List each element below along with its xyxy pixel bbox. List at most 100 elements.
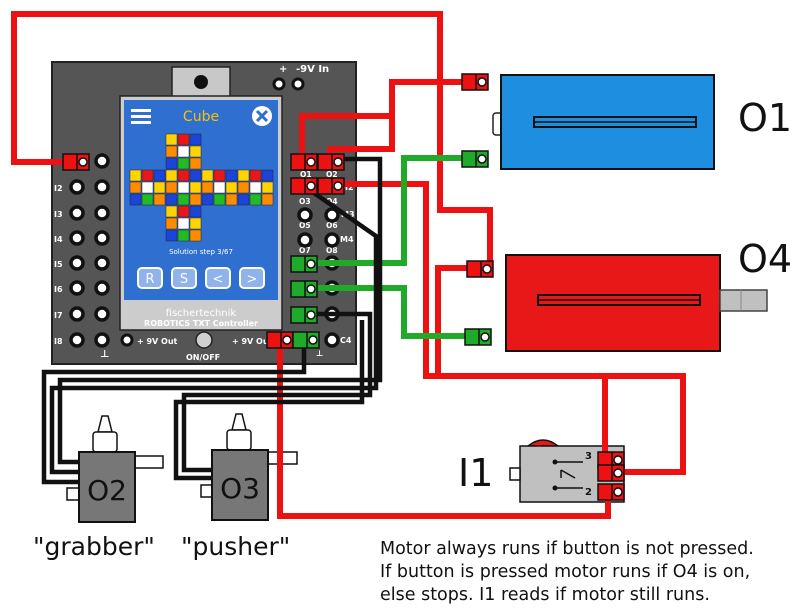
cube-sticker: [213, 169, 226, 182]
cube-sticker: [153, 181, 166, 194]
cube-sticker: [165, 133, 178, 146]
sensor-o2-body: [78, 451, 136, 523]
menu-icon[interactable]: [128, 104, 156, 128]
motor-label-m2: M2: [340, 183, 354, 192]
cube-sticker: [201, 169, 214, 182]
power-switch[interactable]: [195, 331, 213, 349]
screen-button-0[interactable]: [137, 267, 163, 289]
motor-o4: O4: [505, 237, 792, 352]
power-in-label: -9V In: [296, 64, 329, 75]
button-i1-switch-symbol: [555, 461, 583, 489]
output-label-o8: O8: [326, 246, 338, 255]
plug-motor-o4-minus-hole: [480, 332, 490, 342]
input-sockets: [69, 153, 110, 348]
cube-sticker: [237, 193, 250, 206]
cube-sticker: [177, 193, 190, 206]
button-i1-contact2: [552, 485, 558, 491]
plug-button-pin2-hole: [613, 487, 623, 497]
output-label-o5: O5: [299, 221, 311, 230]
menu-icon-bar3: [131, 121, 151, 124]
cube-sticker: [177, 181, 190, 194]
plug-i7-hole: [306, 310, 316, 320]
wires: [11, 11, 686, 519]
connector-plugs: [62, 73, 625, 501]
socket-i5-signal: [69, 255, 85, 271]
close-icon-cross: [255, 109, 269, 123]
plug-9v-out: [266, 331, 294, 349]
cube-sticker: [237, 181, 250, 194]
input-label-i3: I3: [54, 210, 63, 219]
screen-button-label: <: [213, 272, 224, 287]
cube-sticker: [225, 193, 238, 206]
cube-sticker: [129, 169, 142, 182]
cube-sticker: [153, 169, 166, 182]
input-label-i5: I5: [54, 260, 63, 269]
cube-sticker: [213, 193, 226, 206]
screen-button-1[interactable]: [171, 267, 197, 289]
cube-sticker: [249, 181, 262, 194]
cube-sticker: [201, 181, 214, 194]
cube-sticker: [261, 169, 274, 182]
motor-o4-body: [505, 254, 721, 352]
plug-m2: [317, 177, 345, 195]
plug-o7-hole: [306, 259, 316, 269]
screen-button-3[interactable]: [239, 267, 265, 289]
cube-sticker: [201, 193, 214, 206]
plug-motor-o4-plus: [466, 260, 494, 278]
output-label-o6: O6: [326, 221, 338, 230]
plug-o3-hole: [306, 181, 316, 191]
cube-sticker: [141, 169, 154, 182]
button-i1-cap[interactable]: [525, 439, 561, 447]
button-i1-contact3: [552, 459, 558, 465]
cube-sticker: [129, 193, 142, 206]
wire-red-m2-to-button: [330, 181, 608, 458]
switch-label: ON/OFF: [186, 353, 220, 362]
plug-o7: [290, 255, 318, 273]
cube-sticker: [189, 181, 202, 194]
cube-sticker: [225, 181, 238, 194]
motor-label-m4: M4: [340, 235, 354, 244]
plug-ground: [292, 331, 320, 349]
socket-i4-signal: [69, 230, 85, 246]
cube-sticker: [189, 205, 202, 218]
sensor-o2-arm: [132, 455, 164, 469]
screen-button-2[interactable]: [205, 267, 231, 289]
ground-label-right: ⊥: [316, 349, 323, 358]
model-label: ROBOTICS TXT Controller: [144, 319, 258, 328]
wire-red-button-pin1: [605, 373, 686, 475]
screen-title: Cube: [183, 109, 219, 125]
socket-o6: [324, 232, 340, 248]
caption-line-1: Motor always runs if button is not press…: [380, 539, 754, 559]
output-label-o4: O4: [326, 197, 338, 206]
cube-sticker: [165, 229, 178, 242]
plug-i6: [290, 280, 318, 298]
socket-i3-ground: [94, 205, 110, 221]
output-label-o1: O1: [300, 170, 312, 179]
cube-net: [129, 133, 274, 242]
socket-i5-ground: [94, 255, 110, 271]
cube-sticker: [249, 193, 262, 206]
input-label-i7: I7: [54, 311, 63, 320]
cube-sticker: [177, 229, 190, 242]
cube-sticker: [165, 169, 178, 182]
sensor-o2-tip: [97, 415, 113, 433]
button-i1-pin3-label: 3: [585, 451, 592, 462]
cube-sticker: [189, 157, 202, 170]
socket-i4-ground: [94, 230, 110, 246]
cube-sticker: [177, 133, 190, 146]
socket-i3-signal: [69, 205, 85, 221]
button-i1-plunger: [509, 467, 521, 481]
cube-sticker: [177, 145, 190, 158]
caption-line-2: If button is pressed motor runs if O4 is…: [380, 562, 751, 582]
sensor-o2-nut: [92, 431, 118, 453]
cube-sticker: [237, 169, 250, 182]
cube-sticker: [165, 193, 178, 206]
sensor-o3-label: O3: [220, 472, 260, 505]
caption-line-3: else stops. I1 reads if motor still runs…: [380, 585, 710, 605]
cube-sticker: [213, 181, 226, 194]
screen-button-label: >: [247, 272, 258, 287]
power-socket-plus: [272, 77, 286, 91]
